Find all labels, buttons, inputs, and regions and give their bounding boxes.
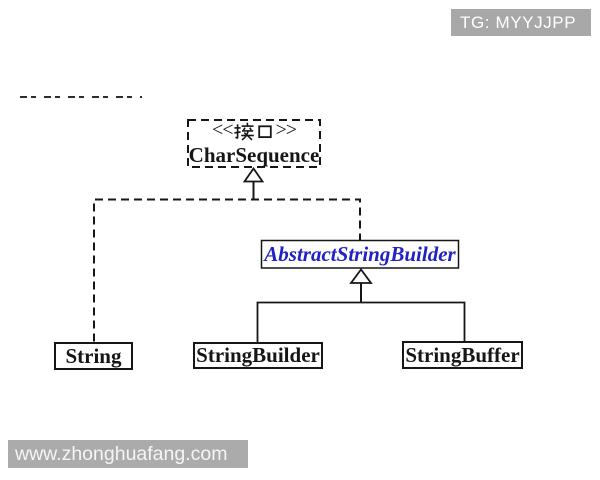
abstractstringbuilder-box-border [260, 239, 460, 269]
uml-node-stringbuffer: StringBuffer [402, 341, 523, 369]
edge-generalization-solid-line [256, 301, 466, 342]
uml-node-label-stringbuffer: StringBuffer [405, 342, 520, 367]
stereotype-cjk-glyphs-icon [233, 122, 272, 141]
uml-node-label-charsequence: CharSequence [188, 143, 320, 167]
uml-node-stringbuilder: StringBuilder [193, 342, 323, 369]
stereotype-open-angle: << [211, 119, 234, 141]
site-url-bar: www.zhonghuafang.com [8, 440, 248, 468]
realization-arrowhead-icon [242, 166, 265, 183]
uml-node-label-abstractstringbuilder: AbstractStringBuilder [264, 241, 456, 266]
site-url-text: www.zhonghuafang.com [15, 443, 228, 465]
watermark-badge: TG: MYYJJPP [451, 9, 591, 36]
stereotype-close-angle: >> [275, 119, 298, 141]
edge-realization-dashed-line [93, 198, 361, 342]
watermark-badge-text: TG: MYYJJPP [460, 13, 577, 32]
string-box-border [54, 342, 133, 370]
glyph-jie [233, 122, 254, 141]
uml-node-label-stringbuilder: StringBuilder [196, 343, 320, 367]
generalization-arrowhead-icon [349, 267, 373, 284]
clipped-text-fragment [20, 96, 142, 98]
uml-node-charsequence: << >> CharSequence [187, 119, 321, 167]
uml-node-label-string: String [65, 343, 122, 368]
interface-stereotype: << >> [211, 119, 298, 143]
stringbuilder-box-border [193, 342, 323, 369]
charsequence-box-border [187, 119, 321, 168]
uml-node-string: String [54, 342, 133, 370]
glyph-kou [257, 124, 272, 138]
stringbuffer-box-border [402, 341, 523, 369]
uml-node-abstractstringbuilder: AbstractStringBuilder [261, 240, 459, 268]
